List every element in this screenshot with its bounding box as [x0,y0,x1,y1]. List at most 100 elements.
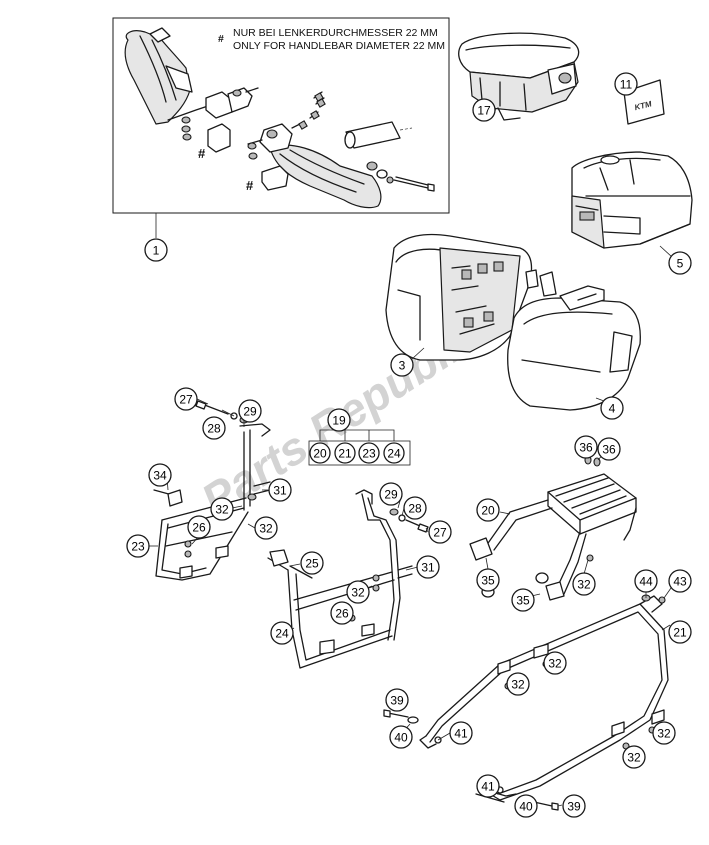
callout-28-a: 28 [202,416,226,440]
svg-text:4: 4 [609,402,616,416]
svg-text:40: 40 [394,731,408,745]
callout-19: 19 [327,408,351,432]
note-line-en: ONLY FOR HANDLEBAR DIAMETER 22 MM [233,40,445,52]
svg-text:11: 11 [620,78,633,92]
callout-35-a: 35 [476,568,500,592]
callout-32-d: 32 [572,572,596,596]
svg-text:41: 41 [481,780,495,794]
callout-41-a: 41 [449,721,473,745]
svg-text:3: 3 [399,359,406,373]
svg-text:21: 21 [338,447,352,461]
svg-text:21: 21 [673,626,687,640]
svg-text:29: 29 [243,405,257,419]
callout-28-b: 28 [403,496,427,520]
handguard-clamp-upper [205,87,259,119]
callout-23-b: 23 [126,534,150,558]
callout-24-b: 24 [270,621,294,645]
callout-20-a: 20 [309,442,331,464]
side-case-right [507,285,641,411]
svg-text:27: 27 [179,393,193,407]
svg-text:32: 32 [259,522,273,536]
svg-text:32: 32 [351,586,365,600]
callout-1: 1 [144,238,168,262]
svg-text:26: 26 [192,521,206,535]
callout-27-b: 27 [428,520,452,544]
callout-21-a: 21 [334,442,356,464]
svg-text:20: 20 [481,504,495,518]
handguard-right [247,120,382,209]
callout-32-e: 32 [543,651,567,675]
svg-text:35: 35 [516,594,530,608]
svg-text:32: 32 [657,727,671,741]
callout-4: 4 [600,396,624,420]
frame-fasteners [383,594,666,811]
svg-text:31: 31 [273,484,287,498]
svg-text:36: 36 [602,443,616,457]
callout-31-a: 31 [268,478,292,502]
bar-end-weight [344,121,413,149]
handguard-left [124,27,215,125]
svg-text:40: 40 [519,800,533,814]
callout-40-b: 40 [514,794,538,818]
callout-35-b: 35 [511,588,535,612]
svg-text:39: 39 [390,694,404,708]
callout-39-b: 39 [562,794,586,818]
callout-34: 34 [148,463,172,487]
callout-32-b: 32 [254,516,278,540]
svg-text:24: 24 [387,447,401,461]
callout-27-a: 27 [174,387,198,411]
callout-32-f: 32 [506,672,530,696]
svg-text:32: 32 [548,657,562,671]
callout-41-b: 41 [476,774,500,798]
side-case-left [385,233,557,361]
callout-43: 43 [668,569,692,593]
svg-text:41: 41 [454,727,468,741]
rack-left-fasteners [153,400,271,558]
note-hash: # [218,33,224,45]
callout-29-b: 29 [379,482,403,506]
svg-text:43: 43 [673,575,687,589]
svg-text:1: 1 [153,244,160,258]
callout-23-a: 23 [358,442,380,464]
svg-text:26: 26 [335,607,349,621]
callout-17: 17 [472,98,496,122]
handguard-kit-inset: # NUR BEI LENKERDURCHMESSER 22 MM ONLY F… [112,17,450,214]
svg-text:44: 44 [639,575,653,589]
callout-44: 44 [634,569,658,593]
callout-32-h: 32 [622,745,646,769]
hash-mark-2: # [246,178,254,193]
callout-11: 11 [614,72,638,96]
callout-39-a: 39 [385,688,409,712]
svg-text:31: 31 [421,561,435,575]
callout-25: 25 [300,551,324,575]
callout-31-b: 31 [416,555,440,579]
svg-text:32: 32 [577,578,591,592]
svg-text:34: 34 [153,469,167,483]
svg-text:32: 32 [627,751,641,765]
inset-frame [112,17,450,214]
svg-text:28: 28 [207,422,221,436]
callout-32-g: 32 [652,721,676,745]
svg-text:17: 17 [477,104,491,118]
note-line-de: NUR BEI LENKERDURCHMESSER 22 MM [233,27,438,39]
svg-text:20: 20 [313,447,327,461]
decal-logo-text: KTM [634,99,653,112]
bolt-lower [366,161,435,192]
svg-text:25: 25 [305,557,319,571]
svg-text:27: 27 [433,526,447,540]
svg-text:32: 32 [215,503,229,517]
callout-32-a: 32 [210,497,234,521]
svg-text:32: 32 [511,678,525,692]
callout-26-b: 26 [330,601,354,625]
spacer-upper [207,123,231,153]
kit-19-box [308,440,411,466]
callout-32-c: 32 [346,580,370,604]
svg-text:36: 36 [579,441,593,455]
svg-text:5: 5 [677,257,684,271]
callout-3: 3 [390,353,414,377]
callout-21-b: 21 [668,620,692,644]
callout-36-b: 36 [597,437,621,461]
callout-36-a: 36 [574,435,598,459]
top-case-frame [419,595,669,803]
